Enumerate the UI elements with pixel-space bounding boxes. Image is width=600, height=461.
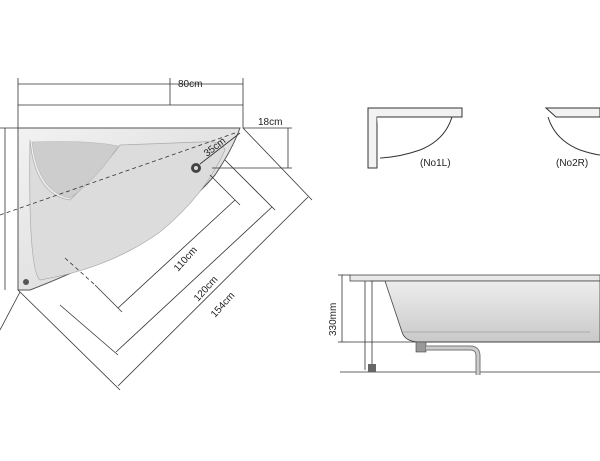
dim-width-label: 80cm	[178, 79, 202, 90]
variant-left-label: (No1L)	[420, 158, 451, 169]
foot-icon	[368, 364, 376, 372]
dim-mid-diag-label: 120cm	[192, 274, 220, 304]
variant-right-label: (No2R)	[556, 158, 588, 169]
variant-right: (No2R)	[544, 107, 600, 169]
tub-seat	[31, 141, 119, 199]
side-view: 330mm	[328, 274, 600, 375]
dim-inner-diag-line	[117, 199, 236, 309]
dim-corner-label: 18cm	[258, 117, 282, 128]
top-view: 80cm 18cm 35cm 110cm 120cm 154cm	[0, 78, 313, 391]
waste-icon	[415, 341, 427, 353]
dim-outer-diag-line	[117, 196, 309, 387]
dim-mid-diag-line	[115, 206, 273, 353]
variant-left: (No1L)	[367, 107, 463, 169]
overflow-icon	[23, 279, 29, 285]
dim-outer-diag-label: 154cm	[209, 290, 237, 320]
dim-inner-diag-label: 110cm	[172, 245, 200, 274]
tub-basin	[29, 139, 226, 281]
dim-height-label: 330mm	[328, 303, 339, 336]
